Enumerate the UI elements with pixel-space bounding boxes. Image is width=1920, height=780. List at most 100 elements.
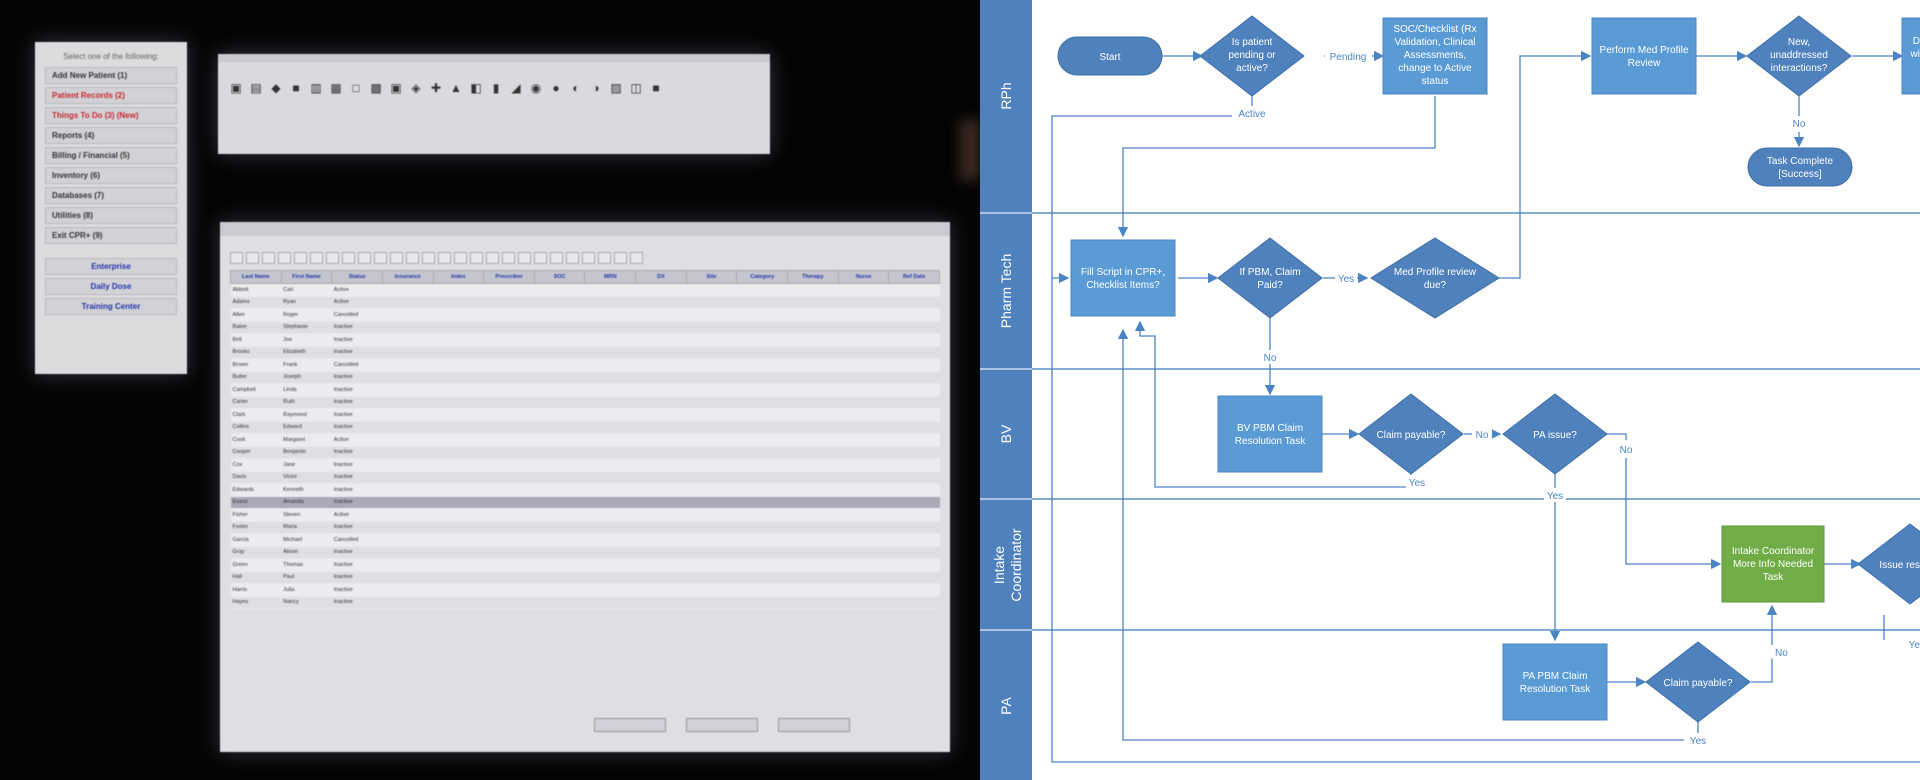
alpha-button[interactable] xyxy=(438,252,451,264)
toolbar-tool-icon[interactable]: ▦ xyxy=(330,81,342,95)
menu-item-things-to-do[interactable]: Things To Do (3) (New) xyxy=(45,107,177,124)
toolbar-tool-icon[interactable]: ◉ xyxy=(530,81,542,95)
menu-item-patient-records[interactable]: Patient Records (2) xyxy=(45,87,177,104)
column-header[interactable]: Site xyxy=(685,270,738,284)
toolbar-tool-icon[interactable]: ◑ xyxy=(592,81,600,95)
column-header[interactable]: First Name xyxy=(280,270,333,284)
menu-item-inventory[interactable]: Inventory (6) xyxy=(45,167,177,184)
toolbar-tool-icon[interactable]: ■ xyxy=(652,81,660,95)
alpha-button[interactable] xyxy=(550,252,563,264)
toolbar-tool-icon[interactable]: ▥ xyxy=(310,81,322,95)
alpha-button[interactable] xyxy=(518,252,531,264)
toolbar-tool-icon[interactable]: ◈ xyxy=(411,81,421,95)
toolbar-tool-icon[interactable]: ◆ xyxy=(271,81,281,95)
action-button[interactable] xyxy=(594,718,666,732)
menu-item-billing[interactable]: Billing / Financial (5) xyxy=(45,147,177,164)
toolbar-tool-icon[interactable]: ▤ xyxy=(250,81,262,95)
menu-item-exit[interactable]: Exit CPR+ (9) xyxy=(45,227,177,244)
column-header[interactable]: Category xyxy=(736,270,789,284)
toolbar-tool-icon[interactable]: ◧ xyxy=(470,81,482,95)
link-training-center[interactable]: Training Center xyxy=(45,298,177,315)
alpha-button[interactable] xyxy=(470,252,483,264)
alpha-button[interactable] xyxy=(390,252,403,264)
alpha-button[interactable] xyxy=(326,252,339,264)
alpha-button[interactable] xyxy=(422,252,435,264)
column-header[interactable]: Status xyxy=(331,270,383,284)
alpha-button[interactable] xyxy=(310,252,323,264)
alpha-button[interactable] xyxy=(294,252,307,264)
toolbar-tool-icon[interactable]: ◐ xyxy=(572,81,580,95)
alpha-button[interactable] xyxy=(406,252,419,264)
alpha-button[interactable] xyxy=(502,252,515,264)
alpha-button[interactable] xyxy=(374,252,387,264)
toolbar-tool-icon[interactable]: ◫ xyxy=(630,81,642,95)
alpha-button[interactable] xyxy=(342,252,355,264)
toolbar-tool-icon[interactable]: ▨ xyxy=(610,81,622,95)
toolbar-tool-icon[interactable]: ▩ xyxy=(370,81,382,95)
column-header[interactable]: SOC xyxy=(533,270,586,284)
toolbar-tool-icon[interactable]: ▣ xyxy=(390,81,402,95)
alpha-button[interactable] xyxy=(614,252,627,264)
column-header[interactable]: Index xyxy=(432,270,485,284)
alpha-button[interactable] xyxy=(230,252,243,264)
alpha-button[interactable] xyxy=(486,252,499,264)
menu-item-reports[interactable]: Reports (4) xyxy=(45,127,177,144)
column-header[interactable]: Therapy xyxy=(787,270,839,284)
column-header[interactable]: Prescriber xyxy=(483,270,535,284)
toolbar-tool-icon[interactable]: ■ xyxy=(292,81,300,95)
toolbar-tool-icon[interactable]: □ xyxy=(352,81,360,95)
column-header[interactable]: MRN xyxy=(584,270,637,284)
action-button[interactable] xyxy=(778,718,850,732)
column-header[interactable]: Nurse xyxy=(837,270,890,284)
column-header[interactable]: DX xyxy=(635,270,687,284)
alpha-button[interactable] xyxy=(598,252,611,264)
toolbar-tool-icon[interactable]: ▲ xyxy=(450,81,462,95)
toolbar-tool-icon[interactable]: ▮ xyxy=(492,81,500,95)
menu-item-utilities[interactable]: Utilities (8) xyxy=(45,207,177,224)
alpha-button[interactable] xyxy=(246,252,259,264)
column-header[interactable]: Last Name xyxy=(230,270,282,284)
column-header[interactable]: Insurance xyxy=(381,270,434,284)
alpha-button[interactable] xyxy=(630,252,643,264)
toolbar-tool-icon[interactable]: ● xyxy=(552,81,560,95)
menu-item-add-new-patient[interactable]: Add New Patient (1) xyxy=(45,67,177,84)
action-button[interactable] xyxy=(686,718,758,732)
alpha-button[interactable] xyxy=(358,252,371,264)
alpha-button[interactable] xyxy=(454,252,467,264)
alpha-button[interactable] xyxy=(582,252,595,264)
link-enterprise[interactable]: Enterprise xyxy=(45,258,177,275)
link-daily-dose[interactable]: Daily Dose xyxy=(45,278,177,295)
toolbar-tool-icon[interactable]: ◢ xyxy=(511,81,521,95)
toolbar-tool-icon[interactable]: ▣ xyxy=(230,81,242,95)
toolbar-tool-icon[interactable]: ✚ xyxy=(430,81,442,95)
alpha-button[interactable] xyxy=(262,252,275,264)
alpha-button[interactable] xyxy=(534,252,547,264)
column-header[interactable]: Ref Date xyxy=(888,270,940,284)
